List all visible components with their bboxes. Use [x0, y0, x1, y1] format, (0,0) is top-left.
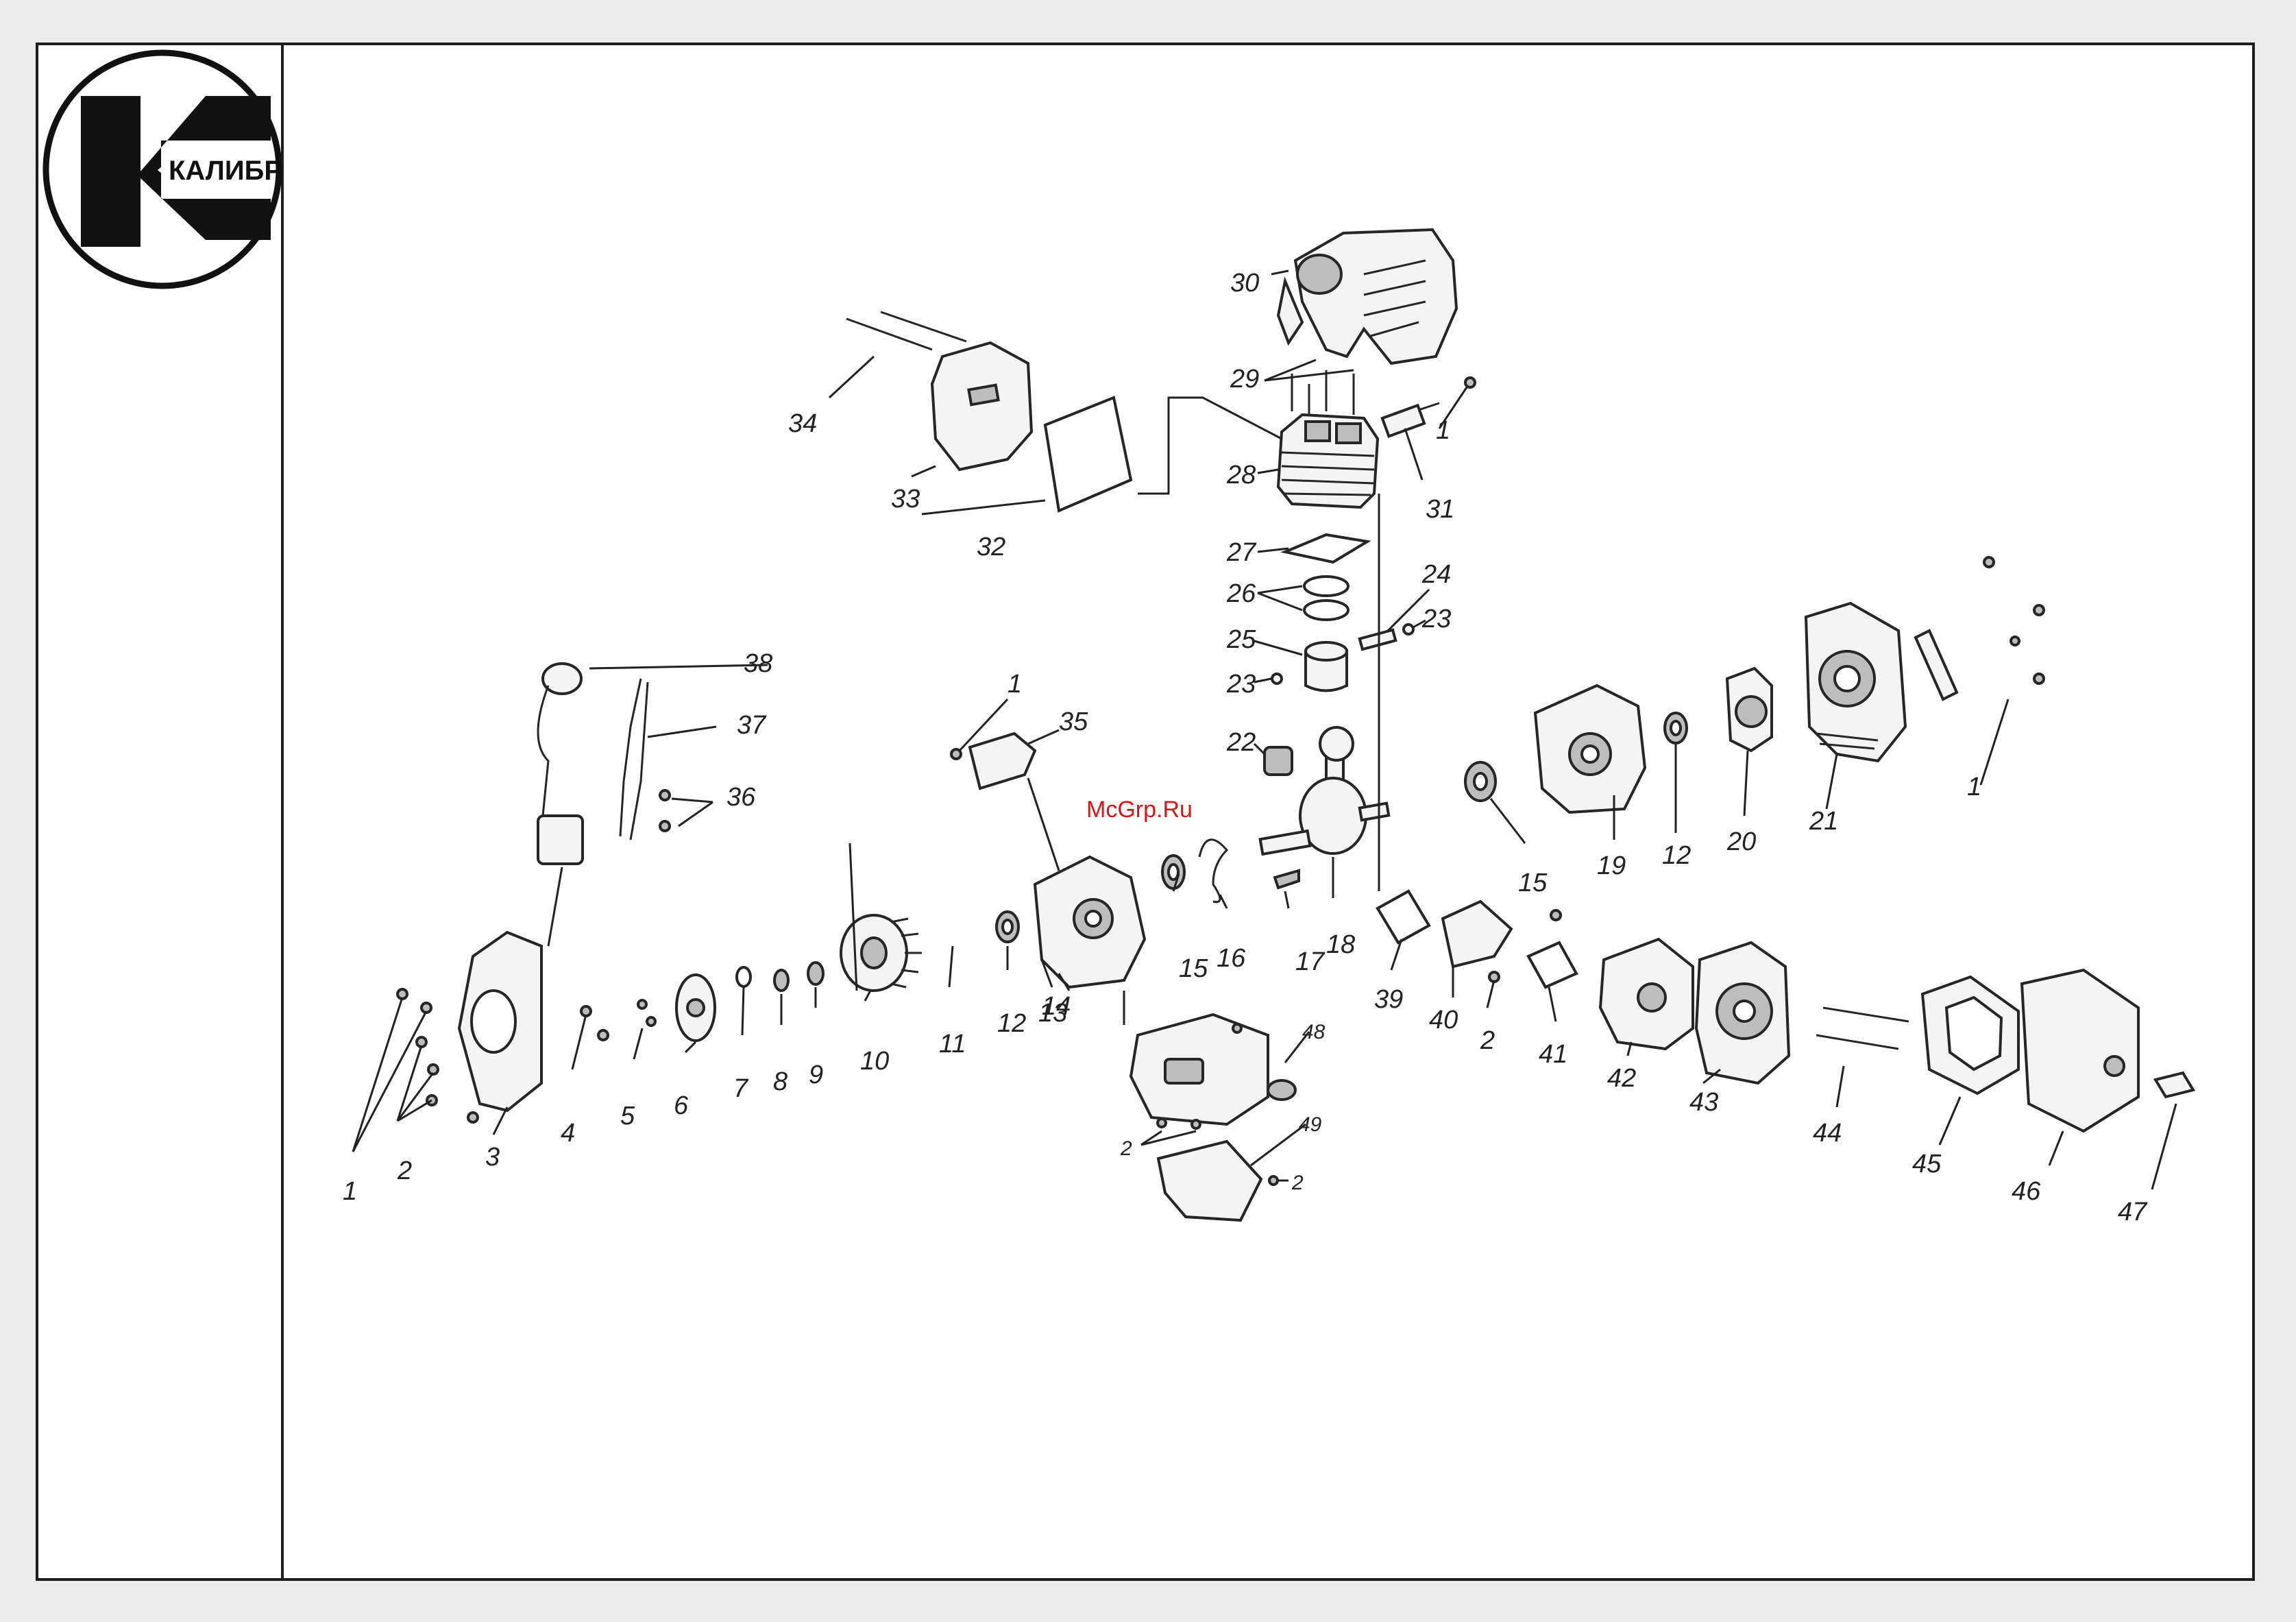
callout-2-carb: 2	[1480, 1026, 1495, 1055]
callout-18: 18	[1326, 930, 1355, 959]
callout-48: 48	[1302, 1021, 1326, 1043]
callout-1-left: 1	[343, 1177, 357, 1206]
callout-30: 30	[1230, 269, 1259, 298]
callout-1-right: 1	[1967, 773, 1981, 801]
callout-28: 28	[1226, 461, 1256, 489]
oil-seal-right	[1465, 762, 1495, 801]
callout-5: 5	[620, 1102, 635, 1130]
filter-cover	[2022, 970, 2138, 1131]
callout-46: 46	[2012, 1177, 2041, 1206]
callout-12-left: 12	[997, 1009, 1026, 1038]
bearing-right	[1665, 713, 1687, 743]
callout-45: 45	[1912, 1150, 1942, 1178]
callout-26: 26	[1226, 579, 1256, 608]
callout-16: 16	[1217, 944, 1246, 973]
callout-35: 35	[1059, 707, 1088, 736]
callout-40: 40	[1429, 1006, 1458, 1034]
callout-17: 17	[1295, 947, 1326, 976]
callout-43: 43	[1689, 1088, 1718, 1117]
callout-9: 9	[809, 1061, 823, 1089]
callout-12-right: 12	[1662, 841, 1691, 870]
callout-44: 44	[1813, 1119, 1842, 1148]
callout-10: 10	[860, 1047, 889, 1076]
muffler	[932, 343, 1031, 470]
crankcase-left	[1035, 857, 1145, 987]
callout-21: 21	[1809, 807, 1838, 836]
piston	[1306, 642, 1347, 691]
logo-text: КАЛИБР	[169, 156, 282, 186]
washer-8	[774, 970, 788, 991]
callout-2-left: 2	[397, 1157, 412, 1185]
callout-42: 42	[1607, 1064, 1636, 1093]
starter-pulley	[676, 975, 715, 1041]
carburetor	[1600, 939, 1693, 1049]
callout-27: 27	[1226, 538, 1257, 567]
callout-15-left: 15	[1179, 954, 1208, 983]
callout-15-right: 15	[1518, 869, 1548, 897]
callout-32: 32	[977, 533, 1005, 561]
brand-logo: КАЛИБР	[46, 53, 282, 286]
callout-33: 33	[891, 485, 920, 513]
clutch	[1727, 668, 1772, 751]
callout-47: 47	[2118, 1198, 2148, 1226]
callout-36: 36	[726, 783, 756, 812]
callout-38: 38	[744, 649, 772, 678]
washer-7	[737, 967, 750, 986]
callout-31: 31	[1426, 495, 1454, 524]
callout-2-tank: 2	[1120, 1137, 1132, 1160]
callout-2-bracket: 2	[1291, 1172, 1304, 1194]
needle-bearing	[1265, 747, 1292, 775]
callout-8: 8	[773, 1067, 787, 1096]
washer-9	[808, 963, 823, 984]
callout-41: 41	[1539, 1040, 1567, 1069]
callout-19: 19	[1597, 851, 1626, 880]
callout-4: 4	[561, 1119, 575, 1148]
callout-39: 39	[1374, 985, 1403, 1014]
bearing-left	[997, 912, 1018, 942]
callout-20: 20	[1726, 827, 1756, 856]
callout-22: 22	[1226, 728, 1256, 757]
callout-37: 37	[737, 711, 767, 740]
watermark: McGrp.Ru	[1086, 797, 1193, 823]
callout-1-bracket: 1	[1007, 670, 1022, 699]
callout-23-left: 23	[1226, 670, 1256, 699]
callout-25: 25	[1226, 625, 1256, 654]
callout-29: 29	[1230, 365, 1259, 394]
callout-3: 3	[485, 1143, 500, 1172]
pin-clip-right	[1404, 625, 1413, 634]
callout-24: 24	[1421, 560, 1451, 589]
callout-6: 6	[674, 1091, 689, 1120]
callout-49: 49	[1299, 1113, 1322, 1136]
oil-seal-left	[1162, 856, 1184, 888]
cylinder	[1278, 415, 1378, 507]
callout-11: 11	[939, 1030, 966, 1058]
callout-13: 13	[1038, 999, 1067, 1028]
callout-23-right: 23	[1421, 605, 1451, 633]
callout-34: 34	[788, 409, 817, 438]
air-filter-base	[1696, 943, 1789, 1083]
callout-1-spark: 1	[1436, 416, 1450, 445]
crankcase-right	[1535, 686, 1645, 812]
pin-clip-left	[1272, 674, 1282, 683]
callout-7: 7	[733, 1074, 749, 1103]
